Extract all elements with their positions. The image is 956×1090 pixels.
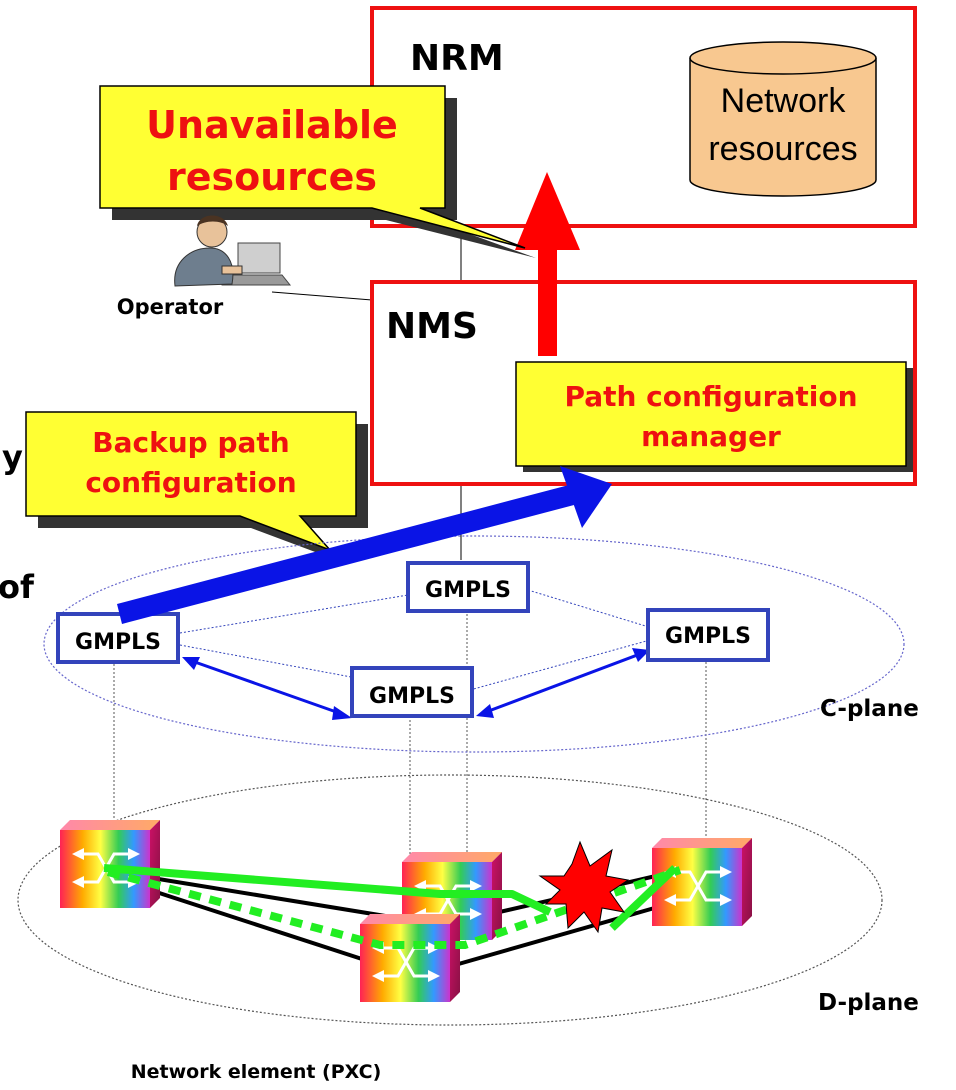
pxc-right-icon bbox=[650, 836, 754, 928]
unavailable-line2: resources bbox=[167, 155, 377, 199]
c-plane-outline bbox=[43, 535, 905, 753]
c-plane-mesh bbox=[179, 589, 653, 691]
gmpls-node-left bbox=[56, 612, 180, 664]
blue-report-arrow bbox=[117, 466, 612, 624]
backup-line2: configuration bbox=[85, 466, 296, 499]
nrm-title: NRM bbox=[410, 38, 504, 79]
working-path bbox=[103, 864, 552, 916]
unavailable-line1: Unavailable bbox=[146, 103, 398, 147]
gmpls-node-center bbox=[350, 666, 474, 718]
nms-title: NMS bbox=[386, 306, 478, 347]
gmpls-top-label: GMPLS bbox=[425, 578, 511, 603]
db-label-line2: resources bbox=[708, 130, 857, 168]
gmpls-node-right bbox=[646, 608, 770, 662]
network-resources-database-icon bbox=[689, 41, 877, 197]
gmpls-left-label: GMPLS bbox=[75, 630, 161, 655]
pcm-label-line2: manager bbox=[641, 420, 781, 453]
clipped-text-line2: of bbox=[0, 568, 35, 606]
c-plane-label: C-plane bbox=[820, 696, 919, 722]
clipped-text-line1: y bbox=[2, 438, 23, 476]
operator-icon bbox=[174, 215, 292, 287]
path-configuration-manager-box bbox=[515, 361, 907, 467]
backup-line1: Backup path bbox=[92, 426, 289, 459]
operator-label: Operator bbox=[117, 295, 224, 319]
network-element-label: Network element (PXC) bbox=[131, 1061, 382, 1083]
red-up-arrow bbox=[515, 172, 580, 356]
operator-nms-link bbox=[271, 291, 373, 301]
gmpls-center-label: GMPLS bbox=[369, 684, 455, 709]
pcm-label-line1: Path configuration bbox=[564, 380, 857, 413]
gmpls-node-top bbox=[406, 561, 530, 613]
d-plane-label: D-plane bbox=[818, 990, 919, 1016]
backup-path-callout bbox=[25, 411, 368, 562]
gmpls-signaling-arrows bbox=[182, 648, 650, 720]
pxc-bottom-icon bbox=[358, 912, 462, 1004]
pxc-left-icon bbox=[58, 818, 162, 910]
db-label-line1: Network bbox=[721, 82, 847, 120]
backup-path bbox=[106, 866, 682, 949]
failure-burst-icon bbox=[538, 840, 630, 934]
gmpls-right-label: GMPLS bbox=[665, 624, 751, 649]
d-plane-outline bbox=[17, 774, 883, 1026]
